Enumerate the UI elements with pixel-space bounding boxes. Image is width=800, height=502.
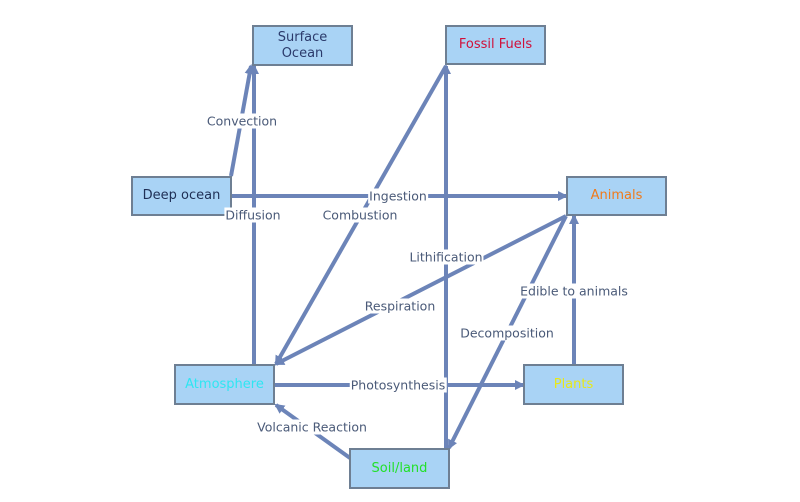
edge-diffusion-label: Diffusion	[224, 207, 282, 223]
edge-combustion-label: Combustion	[321, 207, 399, 223]
node-deep-ocean: Deep ocean	[131, 176, 232, 216]
node-atmosphere: Atmosphere	[174, 364, 275, 405]
node-animals-label: Animals	[590, 188, 643, 203]
edge-decomposition-label: Decomposition	[459, 325, 555, 341]
edge-volcanic-label: Volcanic Reaction	[256, 419, 368, 435]
node-fossil-fuels-label: Fossil Fuels	[458, 37, 533, 52]
node-surface-ocean-label: Surface Ocean	[277, 29, 328, 61]
edge-photosynthesis-label: Photosynthesis	[349, 377, 447, 393]
node-deep-ocean-label: Deep ocean	[142, 188, 221, 203]
node-soil-land: Soil/land	[349, 448, 450, 489]
node-plants: Plants	[523, 364, 624, 405]
node-surface-ocean: Surface Ocean	[252, 25, 353, 66]
edge-ingestion-label: Ingestion	[368, 188, 428, 204]
edge-lithification-label: Lithification	[408, 249, 484, 265]
node-plants-label: Plants	[553, 376, 594, 392]
edge-respiration-label: Respiration	[363, 298, 437, 314]
edge-respiration-arrow	[274, 214, 567, 366]
node-animals: Animals	[566, 176, 667, 216]
node-soil-land-label: Soil/land	[371, 460, 428, 476]
node-atmosphere-label: Atmosphere	[185, 376, 264, 392]
node-fossil-fuels: Fossil Fuels	[445, 25, 546, 65]
edge-edible-label: Edible to animals	[519, 283, 629, 299]
edge-convection-label: Convection	[205, 113, 279, 129]
